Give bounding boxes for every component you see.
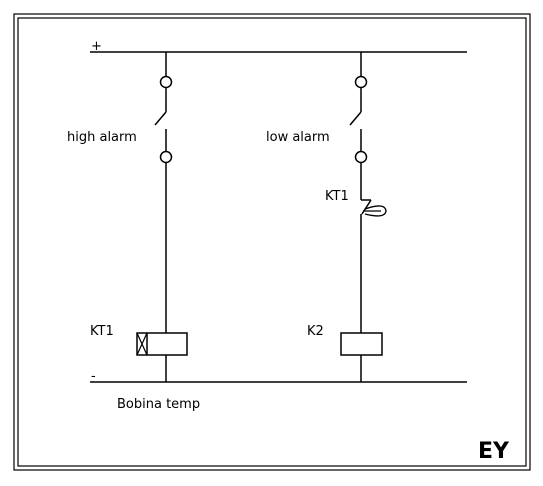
kt1-contact-label: KT1 xyxy=(325,189,349,204)
contact-terminal-top xyxy=(159,75,173,89)
contact-terminal-bottom xyxy=(354,150,368,164)
low-alarm-contact xyxy=(349,75,368,164)
k2-coil-label: K2 xyxy=(307,324,324,339)
low-alarm-label: low alarm xyxy=(266,130,330,145)
branch-2: low alarm KT1 K2 xyxy=(266,52,387,382)
high-alarm-contact xyxy=(154,75,173,164)
timed-contact-blade xyxy=(361,199,372,215)
negative-rail-label: - xyxy=(91,369,96,384)
time-delay-arc xyxy=(364,205,387,217)
branch-1: high alarm KT1 Bobina temp xyxy=(67,52,200,412)
kt1-coil-label: KT1 xyxy=(90,324,114,339)
high-alarm-label: high alarm xyxy=(67,130,137,145)
negative-rail: - xyxy=(90,369,467,384)
coil-note: Bobina temp xyxy=(117,397,200,412)
inner-frame xyxy=(17,17,527,467)
k2-coil xyxy=(340,332,383,356)
logo-text: EY xyxy=(478,439,510,464)
logo: EY xyxy=(478,439,510,464)
outer-frame xyxy=(13,13,531,471)
contact-terminal-bottom xyxy=(159,150,173,164)
positive-rail-label: + xyxy=(91,39,102,54)
switch-blade xyxy=(154,111,167,126)
kt1-timed-contact xyxy=(361,199,387,217)
contact-terminal-top xyxy=(354,75,368,89)
switch-blade xyxy=(349,111,362,126)
kt1-timer-coil xyxy=(136,332,188,356)
positive-rail: + xyxy=(90,39,467,54)
timer-marker-cross-2 xyxy=(136,332,148,356)
